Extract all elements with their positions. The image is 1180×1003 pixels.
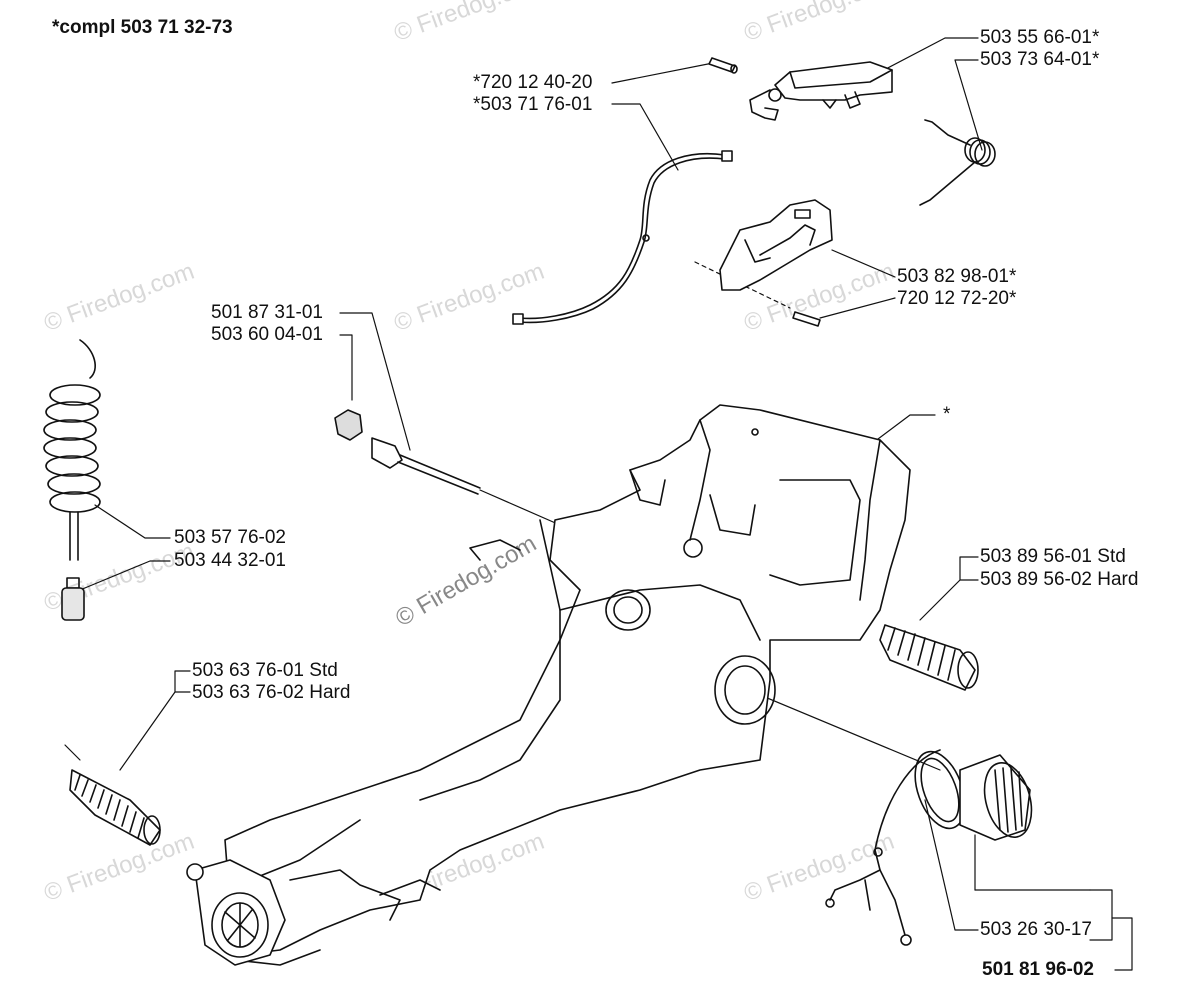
part-number-label: *503 71 76-01 xyxy=(473,94,593,115)
part-number-label: 503 44 32-01 xyxy=(174,550,286,571)
fuel-filter-part xyxy=(334,409,363,441)
av-spring-right-part xyxy=(879,624,979,691)
assembly-number-label: *compl 503 71 32-73 xyxy=(52,17,233,38)
part-number-label: *720 12 40-20 xyxy=(473,72,593,93)
throttle-cable-part xyxy=(512,150,733,325)
part-number-label: 503 82 98-01* xyxy=(897,266,1017,287)
part-number-label: 503 89 56-02 Hard xyxy=(980,569,1139,590)
leader-lines xyxy=(64,37,1133,971)
rear-av-mount-part xyxy=(186,859,286,966)
throttle-lockout-part xyxy=(719,199,833,291)
part-number-label: 501 87 31-01 xyxy=(211,302,323,323)
part-number-label: 503 73 64-01* xyxy=(980,49,1100,70)
part-number-label: 503 89 56-01 Std xyxy=(980,546,1126,567)
part-number-label: 503 63 76-01 Std xyxy=(192,660,338,681)
coiled-hose-part xyxy=(43,339,101,561)
pin-part xyxy=(708,57,738,74)
part-number-label: * xyxy=(943,404,951,425)
fuel-tank-housing-part xyxy=(224,404,911,966)
pin-part xyxy=(792,311,821,327)
part-number-label: 503 26 30-17 xyxy=(980,919,1092,940)
part-number-label: 501 81 96-02 xyxy=(982,959,1094,980)
fuel-filter-part xyxy=(61,577,85,621)
av-spring-left-part xyxy=(69,769,161,846)
part-number-label: 720 12 72-20* xyxy=(897,288,1017,309)
part-number-label: 503 55 66-01* xyxy=(980,27,1100,48)
torsion-spring-part xyxy=(919,119,996,206)
throttle-trigger-part xyxy=(749,61,893,121)
fuel-cap-assembly-part xyxy=(825,749,1033,946)
fuel-pickup-hose-part xyxy=(371,437,481,495)
part-number-label: 503 63 76-02 Hard xyxy=(192,682,351,703)
part-number-label: 503 57 76-02 xyxy=(174,527,286,548)
part-number-label: 503 60 04-01 xyxy=(211,324,323,345)
